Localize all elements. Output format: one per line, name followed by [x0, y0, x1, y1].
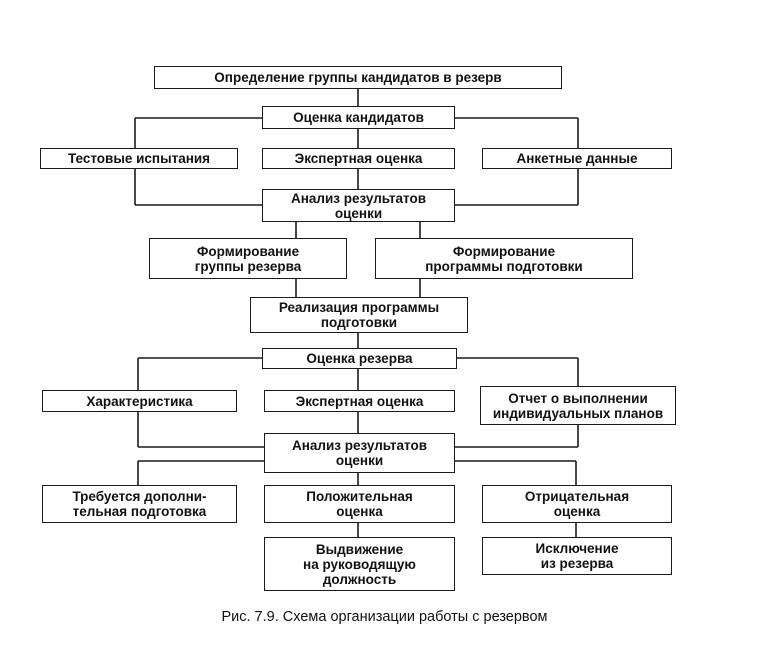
node-form-group: Формирование группы резерва [149, 238, 347, 279]
node-implementation: Реализация программы подготовки [250, 297, 468, 333]
node-analysis-1: Анализ результатов оценки [262, 189, 455, 222]
node-exclusion: Исключение из резерва [482, 537, 672, 575]
node-expert-evaluation-1: Экспертная оценка [262, 148, 455, 169]
node-analysis-2: Анализ результатов оценки [264, 433, 455, 473]
node-positive: Положительная оценка [264, 485, 455, 523]
node-negative: Отрицательная оценка [482, 485, 672, 523]
figure-caption: Рис. 7.9. Схема организации работы с рез… [221, 609, 548, 625]
node-tests: Тестовые испытания [40, 148, 238, 169]
node-report: Отчет о выполнении индивидуальных планов [480, 386, 676, 425]
node-questionnaire: Анкетные данные [482, 148, 672, 169]
node-form-program: Формирование программы подготовки [375, 238, 633, 279]
node-characteristic: Характеристика [42, 390, 237, 412]
node-reserve-evaluation: Оценка резерва [262, 348, 457, 369]
node-expert-evaluation-2: Экспертная оценка [264, 390, 455, 412]
node-promotion: Выдвижение на руководящую должность [264, 537, 455, 591]
node-extra-training: Требуется дополни- тельная подготовка [42, 485, 237, 523]
node-definition: Определение группы кандидатов в резерв [154, 66, 562, 89]
node-candidate-evaluation: Оценка кандидатов [262, 106, 455, 129]
